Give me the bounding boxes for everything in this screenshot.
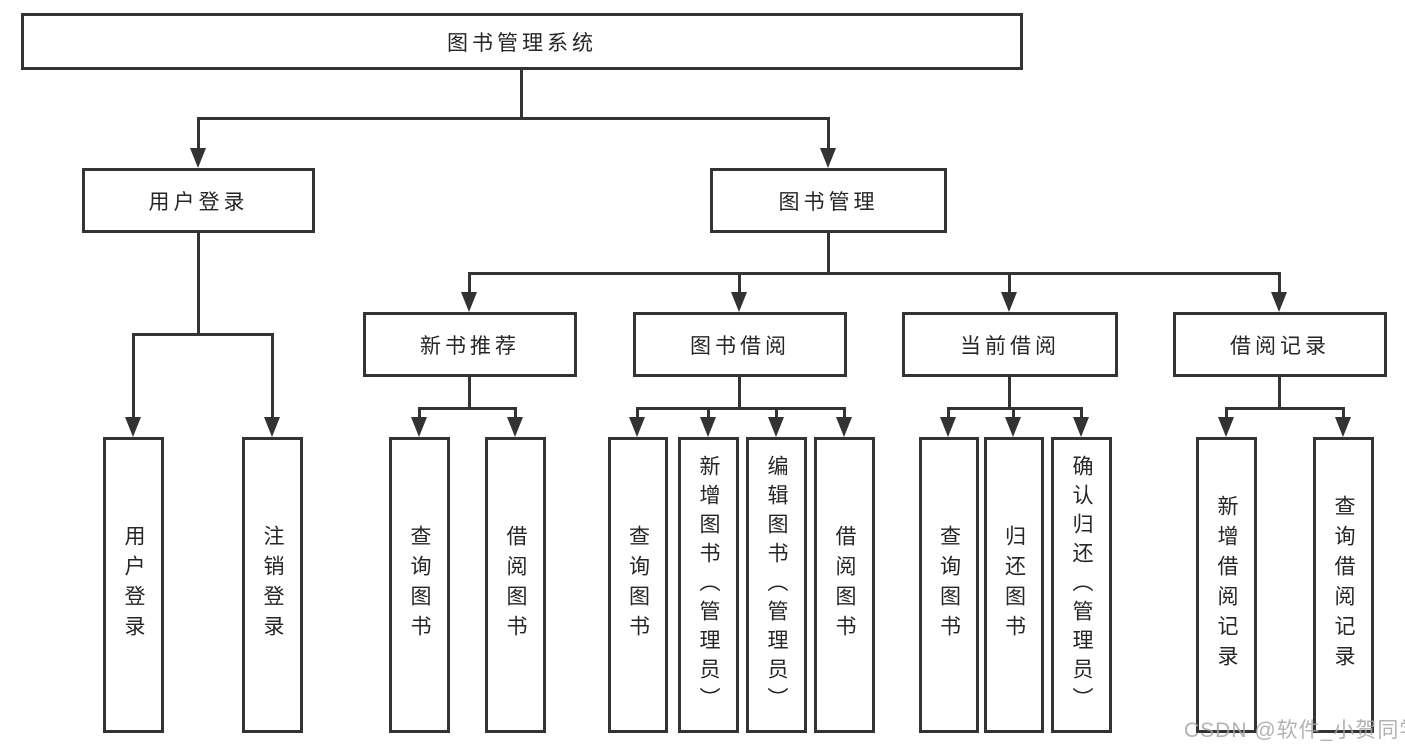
arrowhead-icon (1218, 417, 1234, 437)
arrowhead-icon (190, 148, 206, 168)
arrowhead-icon (940, 417, 956, 437)
connector-line (843, 407, 846, 419)
arrowhead-icon (820, 148, 836, 168)
connector-line (468, 377, 471, 410)
node-system-root-label: 图书管理系统 (447, 31, 597, 55)
connector-line (468, 272, 1281, 275)
node-new-book-recommendation: 新书推荐 (363, 312, 577, 377)
connector-line (1225, 407, 1228, 419)
connector-line (827, 233, 830, 275)
connector-line (1278, 377, 1281, 410)
connector-line (197, 233, 200, 336)
leaf-query-borrow-record: 查询借阅记录 (1313, 437, 1374, 733)
connector-line (418, 407, 517, 410)
node-user-login: 用户登录 (82, 168, 315, 233)
node-book-management: 图书管理 (710, 168, 947, 233)
connector-line (1012, 407, 1015, 419)
leaf-logout: 注销登录 (242, 437, 303, 733)
arrowhead-icon (1073, 417, 1089, 437)
node-current-borrowing-label: 当前借阅 (960, 334, 1060, 358)
connector-line (1080, 407, 1083, 419)
leaf-borrow-books-borrow-label: 借阅图书 (833, 525, 856, 645)
leaf-query-borrow-record-label: 查询借阅记录 (1332, 495, 1355, 675)
leaf-add-book-admin: 新增图书（管理员） (678, 437, 739, 733)
arrowhead-icon (1335, 417, 1351, 437)
connector-line (1008, 377, 1011, 410)
connector-line (197, 117, 830, 120)
watermark: CSDN @软件_小贺同学 (1184, 719, 1405, 742)
leaf-user-login: 用户登录 (103, 437, 164, 733)
leaf-borrow-books-recommend-label: 借阅图书 (504, 525, 527, 645)
connector-line (738, 377, 741, 410)
node-book-borrowing: 图书借阅 (633, 312, 847, 377)
connector-line (520, 70, 523, 118)
connector-line (947, 407, 1083, 410)
node-book-management-label: 图书管理 (778, 190, 879, 214)
connector-line (418, 407, 421, 419)
leaf-query-books-borrow-label: 查询图书 (626, 525, 650, 645)
arrowhead-icon (461, 292, 477, 312)
leaf-return-books-label: 归还图书 (1002, 525, 1026, 645)
arrowhead-icon (411, 417, 427, 437)
connector-line (132, 333, 274, 336)
connector-line (197, 117, 200, 150)
leaf-add-book-admin-label: 新增图书（管理员） (697, 454, 720, 716)
leaf-borrow-books-recommend: 借阅图书 (485, 437, 546, 733)
leaf-borrow-books-borrow: 借阅图书 (814, 437, 875, 733)
leaf-logout-label: 注销登录 (261, 525, 284, 645)
node-system-root: 图书管理系统 (21, 13, 1023, 70)
connector-line (707, 407, 710, 419)
connector-line (636, 407, 846, 410)
leaf-query-books-borrow: 查询图书 (608, 437, 668, 733)
leaf-add-borrow-record: 新增借阅记录 (1196, 437, 1257, 733)
leaf-query-books-current: 查询图书 (919, 437, 979, 733)
leaf-return-books: 归还图书 (984, 437, 1044, 733)
connector-line (1278, 272, 1281, 294)
arrowhead-icon (629, 417, 645, 437)
leaf-user-login-label: 用户登录 (122, 525, 145, 645)
leaf-query-books-recommend: 查询图书 (389, 437, 450, 733)
connector-line (827, 117, 830, 150)
leaf-edit-book-admin-label: 编辑图书（管理员） (765, 454, 788, 716)
connector-line (132, 333, 135, 419)
connector-line (738, 272, 741, 294)
connector-line (468, 272, 471, 294)
connector-line (271, 333, 274, 419)
arrowhead-icon (1271, 292, 1287, 312)
arrowhead-icon (731, 292, 747, 312)
node-borrowing-records-label: 借阅记录 (1230, 334, 1330, 358)
connector-line (1008, 272, 1011, 294)
leaf-confirm-return-admin: 确认归还（管理员） (1051, 437, 1112, 733)
arrowhead-icon (125, 417, 141, 437)
arrowhead-icon (507, 417, 523, 437)
leaf-confirm-return-admin-label: 确认归还（管理员） (1070, 454, 1093, 716)
arrowhead-icon (264, 417, 280, 437)
node-new-book-recommendation-label: 新书推荐 (420, 334, 520, 358)
node-current-borrowing: 当前借阅 (902, 312, 1118, 377)
leaf-add-borrow-record-label: 新增借阅记录 (1215, 495, 1238, 675)
arrowhead-icon (700, 417, 716, 437)
connector-line (1342, 407, 1345, 419)
node-book-borrowing-label: 图书借阅 (690, 334, 790, 358)
arrowhead-icon (836, 417, 852, 437)
arrowhead-icon (768, 417, 784, 437)
connector-line (636, 407, 639, 419)
connector-line (1225, 407, 1345, 410)
leaf-query-books-current-label: 查询图书 (937, 525, 961, 645)
node-user-login-label: 用户登录 (148, 190, 249, 214)
leaf-edit-book-admin: 编辑图书（管理员） (746, 437, 807, 733)
connector-line (947, 407, 950, 419)
leaf-query-books-recommend-label: 查询图书 (408, 525, 431, 645)
node-borrowing-records: 借阅记录 (1173, 312, 1387, 377)
connector-line (514, 407, 517, 419)
arrowhead-icon (1005, 417, 1021, 437)
connector-line (775, 407, 778, 419)
arrowhead-icon (1001, 292, 1017, 312)
